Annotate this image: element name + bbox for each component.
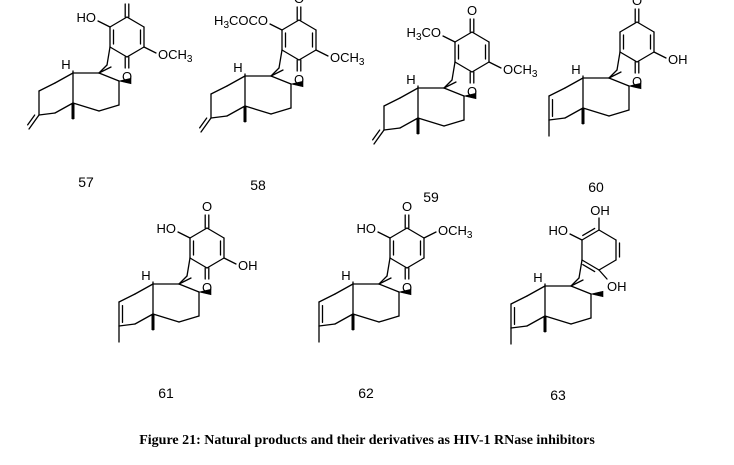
carbonyl-oxygen-bottom: O [294,72,304,87]
hydroxy-label-left: HO [549,223,569,238]
stereo-hydrogen: H [341,268,350,283]
carbonyl-oxygen-top: O [202,199,212,214]
methoxy-label: OCH3 [438,223,473,241]
carbonyl-oxygen-bottom: O [402,280,412,295]
carbonyl-oxygen-top: O [294,0,304,6]
figure-caption: Figure 21: Natural products and their de… [139,433,595,448]
carbonyl-oxygen-bottom: O [632,74,642,89]
carbonyl-oxygen-top: O [632,0,642,8]
compound-number: 60 [588,179,604,195]
carbonyl-oxygen-top: O [402,199,412,214]
compound-number: 57 [78,174,94,190]
hydroxy-label: HO [77,10,97,25]
methoxy-label-left: H3CO [407,25,441,43]
methoxy-label: OCH3 [330,50,365,68]
acetoxy-label: H3COCO [214,13,268,31]
stereo-hydrogen: H [406,72,415,87]
stereo-hydrogen: H [61,57,70,72]
carbonyl-oxygen-bottom: O [122,69,132,84]
hydroxy-label: HO [157,221,177,236]
compound-number: 58 [250,177,266,193]
compound-number: 63 [550,387,566,403]
compound-61: O O HO OH H 61 [118,199,258,401]
stereo-hydrogen: H [533,270,542,285]
stereo-hydrogen: H [141,268,150,283]
stereo-hydrogen: H [233,60,242,75]
methoxy-label-right: OCH3 [503,62,538,80]
hydroxy-label: HO [357,221,377,236]
hydroxy-label-right: OH [238,258,258,273]
carbonyl-oxygen-top: O [122,0,132,3]
carbonyl-oxygen-bottom: O [202,280,212,295]
hydroxy-label-bottom: OH [607,279,627,294]
hydroxy-label-top: OH [590,203,610,218]
compound-number: 59 [423,189,439,205]
compound-60: O O OH H 60 [548,0,688,195]
stereo-hydrogen: H [571,62,580,77]
compound-number: 61 [158,385,174,401]
compound-63: OH HO OH H 63 [510,203,627,403]
compound-number: 62 [358,385,374,401]
methoxy-label: OCH3 [158,47,193,65]
carbonyl-oxygen-bottom: O [467,84,477,99]
carbonyl-oxygen-top: O [467,3,477,18]
hydroxy-label-right: OH [668,52,688,67]
